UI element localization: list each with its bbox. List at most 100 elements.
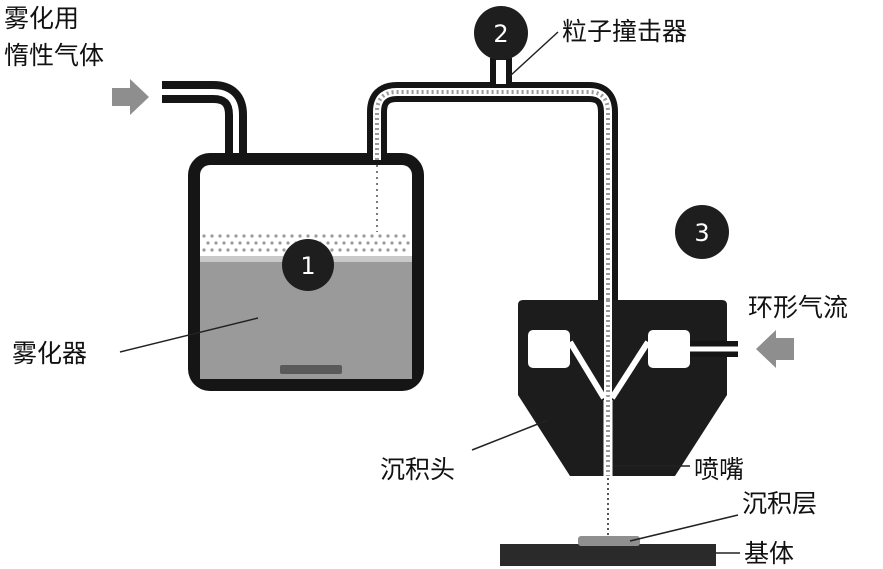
mist-dot [286, 241, 290, 245]
atomizer-leader [119, 317, 259, 353]
marker-2-label: 2 [493, 20, 508, 48]
mist-dot [354, 234, 358, 238]
mist-dot [206, 241, 210, 245]
aerosol-transfer-tube [367, 58, 618, 350]
mist-dot [222, 241, 226, 245]
mist-dot [350, 241, 354, 245]
mist-dot [394, 248, 398, 252]
annular-flow-label: 环形气流 [748, 293, 848, 322]
marker-1-label: 1 [300, 252, 315, 280]
mist-dot [394, 234, 398, 238]
mist-dot [274, 234, 278, 238]
mist-dot [330, 234, 334, 238]
inert-gas-label-line1: 雾化用 [4, 4, 79, 33]
mist-dot [282, 248, 286, 252]
mist-dot [226, 248, 230, 252]
marker-2-circle [474, 6, 528, 60]
mist-dot [210, 248, 214, 252]
mist-dot [306, 234, 310, 238]
impactor-neck-inner [496, 60, 506, 84]
marker-3-circle [675, 205, 729, 259]
marker-3-label: 3 [694, 219, 709, 247]
aerosol-flow-dots [375, 90, 610, 350]
left-arrow-icon [756, 330, 794, 368]
mist-dot [370, 234, 374, 238]
sheath-channel-left [567, 340, 607, 400]
inert-gas-label-line2: 惰性气体 [4, 41, 104, 70]
mist-dot [338, 248, 342, 252]
nozzle-label: 喷嘴 [694, 455, 744, 484]
mist-dot [326, 241, 330, 245]
mist-dot [362, 248, 366, 252]
deposited-layer-leader [629, 514, 739, 542]
mist-dot [202, 248, 206, 252]
deposition-head [518, 300, 738, 476]
deposition-head-leader [471, 419, 549, 451]
mist-dot [358, 241, 362, 245]
mist-dot [262, 241, 266, 245]
mist-dot [370, 248, 374, 252]
mist-dot [398, 241, 402, 245]
mist-dot [202, 234, 206, 238]
ultrasonic-transducer [280, 365, 342, 374]
mist-dot [214, 241, 218, 245]
mist-dot [234, 248, 238, 252]
mist-dot [354, 248, 358, 252]
mist-dot [366, 241, 370, 245]
right-arrow-icon [112, 79, 149, 115]
mist-dot [346, 248, 350, 252]
mist-dot [258, 248, 262, 252]
sheath-channel-right [609, 340, 651, 400]
mist-dot [282, 234, 286, 238]
mist-dot [250, 248, 254, 252]
deposition-head-label: 沉积头 [380, 455, 455, 484]
marker-2: 2 [474, 6, 528, 60]
mist-dot [250, 234, 254, 238]
mist-dot [386, 248, 390, 252]
sheath-chamber-right [648, 330, 690, 368]
mist-dot [378, 248, 382, 252]
mist-dot [266, 234, 270, 238]
impactor-leader [509, 31, 559, 77]
mist-dot [342, 241, 346, 245]
inlet-pipe-outer [162, 81, 247, 160]
mist-dot [242, 234, 246, 238]
mist-dot [322, 234, 326, 238]
mist-dot [246, 241, 250, 245]
mist-dot [334, 241, 338, 245]
substrate-label: 基体 [744, 539, 794, 568]
mist-dot [254, 241, 258, 245]
mist-dot [210, 234, 214, 238]
marker-1-circle [282, 239, 334, 291]
mist-dot [218, 234, 222, 238]
mist-dot [270, 241, 274, 245]
sheath-chamber-left [528, 330, 570, 368]
deposition-head-body [518, 300, 727, 476]
mist-dot [406, 241, 410, 245]
mist-dot [390, 241, 394, 245]
impactor-label: 粒子撞击器 [562, 17, 687, 46]
mist-dot [278, 241, 282, 245]
mist-dot [218, 248, 222, 252]
marker-3: 3 [675, 205, 729, 259]
inlet-pipe-inner [162, 89, 239, 160]
atomizer-label: 雾化器 [12, 339, 87, 368]
mist-dot [402, 248, 406, 252]
mist-dot [274, 248, 278, 252]
mist-dot [386, 234, 390, 238]
mist-dot [258, 234, 262, 238]
mist-dot [362, 234, 366, 238]
mist-dot [374, 241, 378, 245]
mist-dot [242, 248, 246, 252]
substrate [500, 544, 716, 566]
mist-dot [230, 241, 234, 245]
mist-dot [338, 234, 342, 238]
mist-dot [382, 241, 386, 245]
deposited-layer [578, 536, 640, 546]
mist-dot [298, 234, 302, 238]
mist-dot [290, 234, 294, 238]
mist-dot [346, 234, 350, 238]
mist-dot [314, 234, 318, 238]
